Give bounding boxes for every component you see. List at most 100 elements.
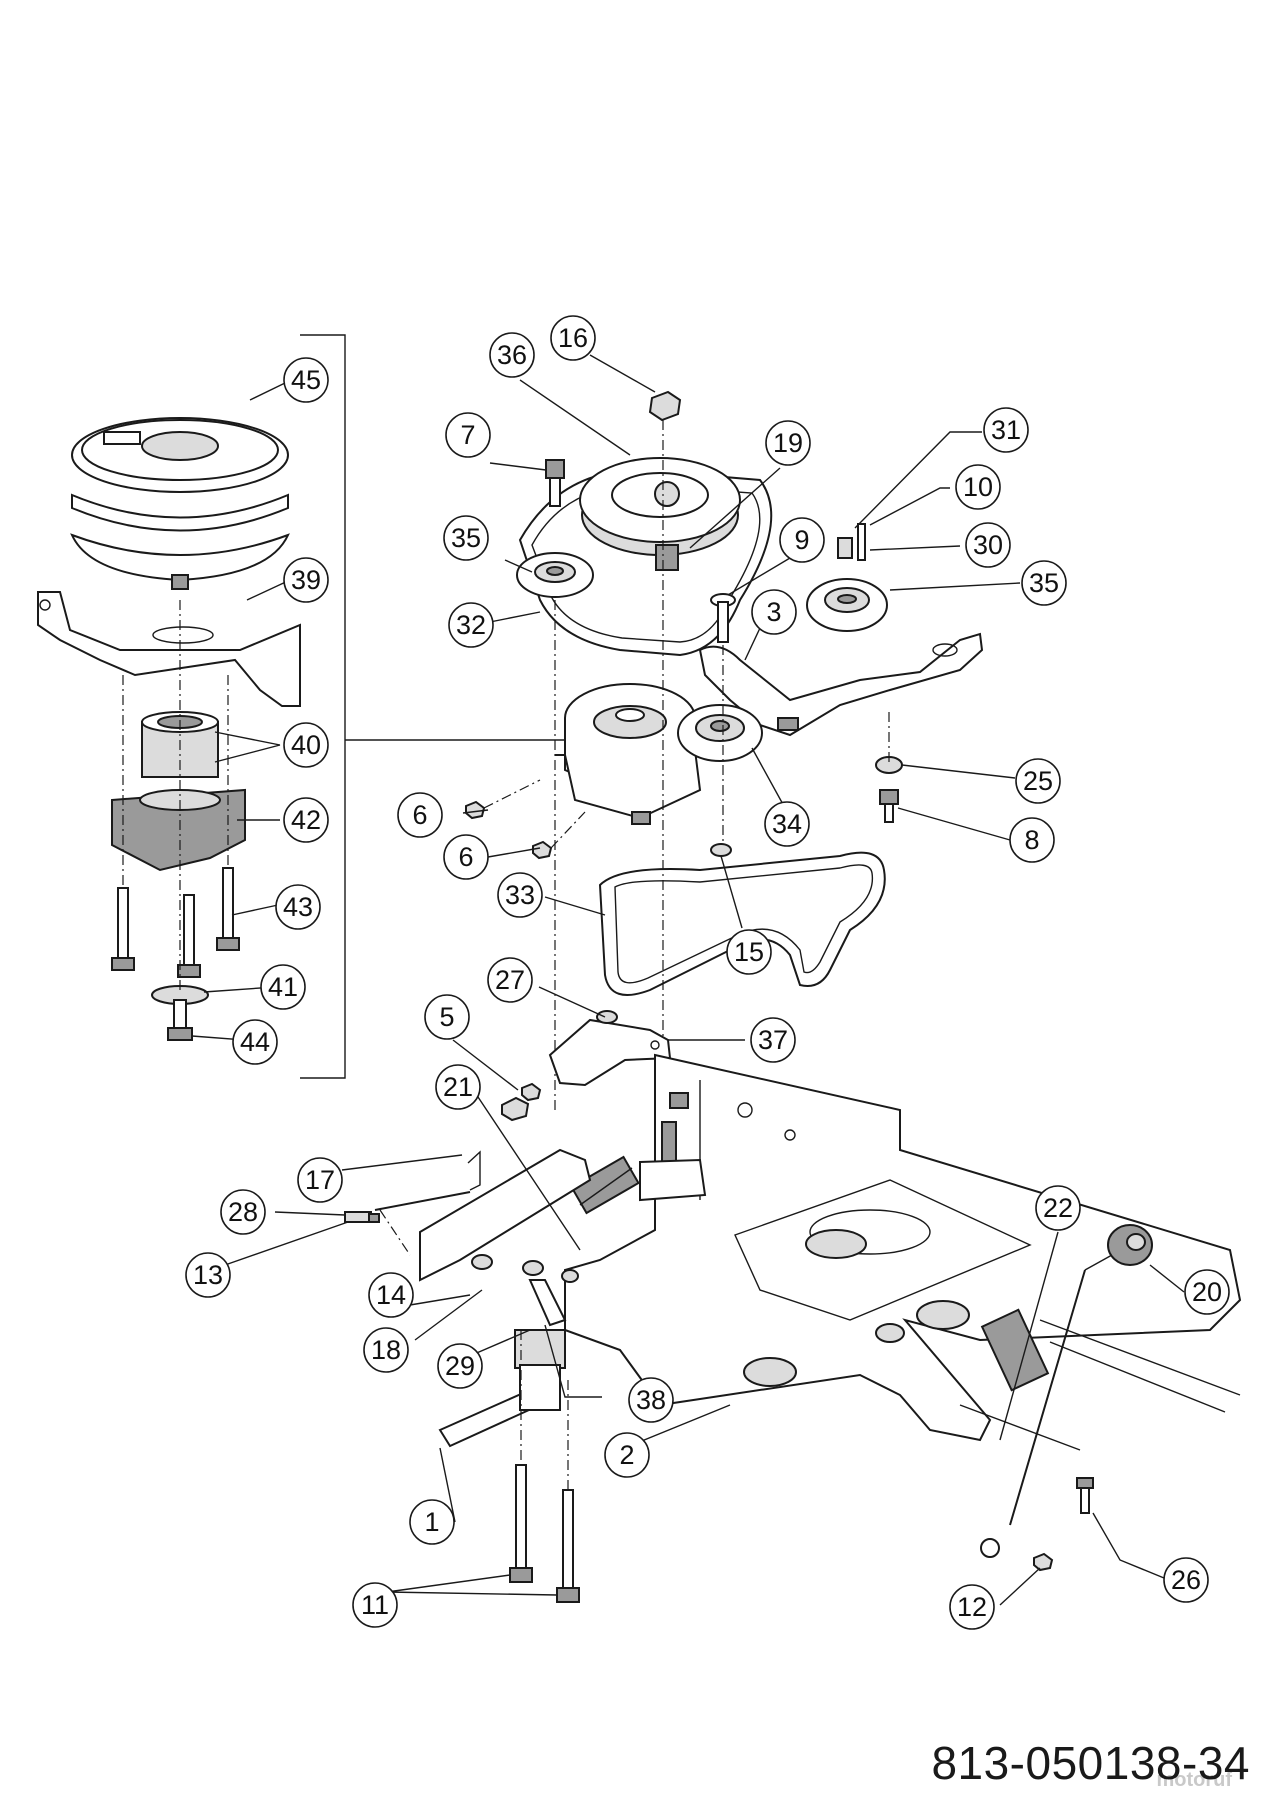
svg-text:6: 6 — [412, 800, 427, 830]
callout-31: 31 — [983, 407, 1029, 453]
bracket-39-drawing — [37, 591, 301, 707]
svg-text:41: 41 — [268, 972, 298, 1002]
callout-18: 18 — [363, 1327, 409, 1373]
pulley-34-drawing — [677, 704, 763, 762]
svg-text:45: 45 — [291, 365, 321, 395]
washer-15-drawing — [710, 843, 732, 857]
callout-5: 5 — [424, 994, 470, 1040]
svg-text:29: 29 — [445, 1351, 475, 1381]
bolts-43-drawing — [111, 867, 240, 978]
idler-arm-3-drawing — [698, 632, 984, 737]
callout-16: 16 — [550, 315, 596, 361]
washer-41-bolt-44-drawing — [151, 985, 209, 1041]
svg-text:34: 34 — [772, 809, 802, 839]
bolt-5-drawing — [501, 1082, 542, 1122]
bushing-25-bolt-8-drawing — [875, 756, 903, 823]
svg-text:21: 21 — [443, 1072, 473, 1102]
svg-text:13: 13 — [193, 1260, 223, 1290]
callout-21: 21 — [435, 1064, 481, 1110]
svg-text:18: 18 — [371, 1335, 401, 1365]
svg-text:31: 31 — [991, 415, 1021, 445]
callout-19: 19 — [765, 420, 811, 466]
pto-clutch-drawing — [555, 683, 702, 825]
svg-text:35: 35 — [451, 523, 481, 553]
bracket-37-drawing — [548, 1010, 672, 1087]
shift-rod-17-28-13-drawing — [344, 1150, 481, 1223]
svg-text:2: 2 — [619, 1440, 634, 1470]
callout-45: 45 — [283, 357, 329, 403]
callout-40: 40 — [283, 722, 329, 768]
callout-26: 26 — [1163, 1557, 1209, 1603]
svg-text:28: 28 — [228, 1197, 258, 1227]
callout-42: 42 — [283, 797, 329, 843]
lower-centerlines — [379, 1209, 569, 1490]
svg-text:38: 38 — [636, 1385, 666, 1415]
callout-6-lower: 6 — [443, 834, 489, 880]
shift-lever-22-20-drawing — [980, 1224, 1153, 1558]
callout-37: 37 — [750, 1017, 796, 1063]
callout-22: 22 — [1035, 1185, 1081, 1231]
callout-35-right: 35 — [1021, 560, 1067, 606]
callout-12: 12 — [949, 1584, 995, 1630]
callout-30: 30 — [965, 522, 1011, 568]
svg-text:25: 25 — [1023, 766, 1053, 796]
spring-22-drawing — [980, 1308, 1050, 1392]
callout-32: 32 — [448, 602, 494, 648]
svg-text:36: 36 — [497, 340, 527, 370]
group-bracket — [300, 334, 565, 1079]
svg-text:1: 1 — [424, 1507, 439, 1537]
svg-text:44: 44 — [240, 1027, 270, 1057]
callout-35-left: 35 — [443, 515, 489, 561]
bolts-11-drawing — [509, 1464, 580, 1603]
leader-lines — [191, 354, 1185, 1606]
callout-27: 27 — [487, 957, 533, 1003]
callout-2: 2 — [604, 1432, 650, 1478]
svg-text:22: 22 — [1043, 1193, 1073, 1223]
clutch-pulley-drawing — [70, 417, 290, 590]
callout-17: 17 — [297, 1157, 343, 1203]
callout-1: 1 — [409, 1499, 455, 1545]
callout-34: 34 — [764, 801, 810, 847]
callout-8: 8 — [1009, 817, 1055, 863]
svg-text:7: 7 — [460, 420, 475, 450]
pin-9-drawing — [710, 593, 736, 643]
svg-text:30: 30 — [973, 530, 1003, 560]
chassis-frame-drawing — [564, 1053, 1242, 1451]
idler-35-right-drawing — [806, 578, 888, 632]
callout-3: 3 — [751, 589, 797, 635]
belt-33-drawing — [598, 851, 886, 996]
axle-plate-drawing — [419, 1148, 592, 1327]
callout-29: 29 — [437, 1343, 483, 1389]
svg-text:9: 9 — [794, 525, 809, 555]
callout-33: 33 — [497, 872, 543, 918]
svg-text:43: 43 — [283, 892, 313, 922]
svg-text:42: 42 — [291, 805, 321, 835]
svg-text:12: 12 — [957, 1592, 987, 1622]
svg-text:19: 19 — [773, 428, 803, 458]
callout-9: 9 — [779, 517, 825, 563]
svg-text:32: 32 — [456, 610, 486, 640]
idler-35-left-drawing — [516, 552, 594, 598]
callout-38: 38 — [628, 1377, 674, 1423]
spring-21-drawing — [570, 1155, 640, 1215]
drawing-code: 813-050138-34 — [931, 1737, 1250, 1789]
svg-text:16: 16 — [558, 323, 588, 353]
callout-7: 7 — [445, 412, 491, 458]
callout-6-upper: 6 — [397, 792, 443, 838]
bolt-7-drawing — [545, 459, 565, 507]
svg-text:40: 40 — [291, 730, 321, 760]
svg-text:10: 10 — [963, 472, 993, 502]
callout-41: 41 — [260, 964, 306, 1010]
callout-25: 25 — [1015, 758, 1061, 804]
left-stack-centerlines — [122, 600, 229, 990]
svg-text:20: 20 — [1192, 1277, 1222, 1307]
callout-10: 10 — [955, 464, 1001, 510]
pulley-36-drawing — [579, 457, 741, 571]
spacer-31-pin-10-30-drawing — [837, 523, 866, 561]
callout-13: 13 — [185, 1252, 231, 1298]
svg-text:8: 8 — [1024, 825, 1039, 855]
svg-text:37: 37 — [758, 1025, 788, 1055]
watermark: motoruf — [1156, 1769, 1232, 1791]
callout-36: 36 — [489, 332, 535, 378]
